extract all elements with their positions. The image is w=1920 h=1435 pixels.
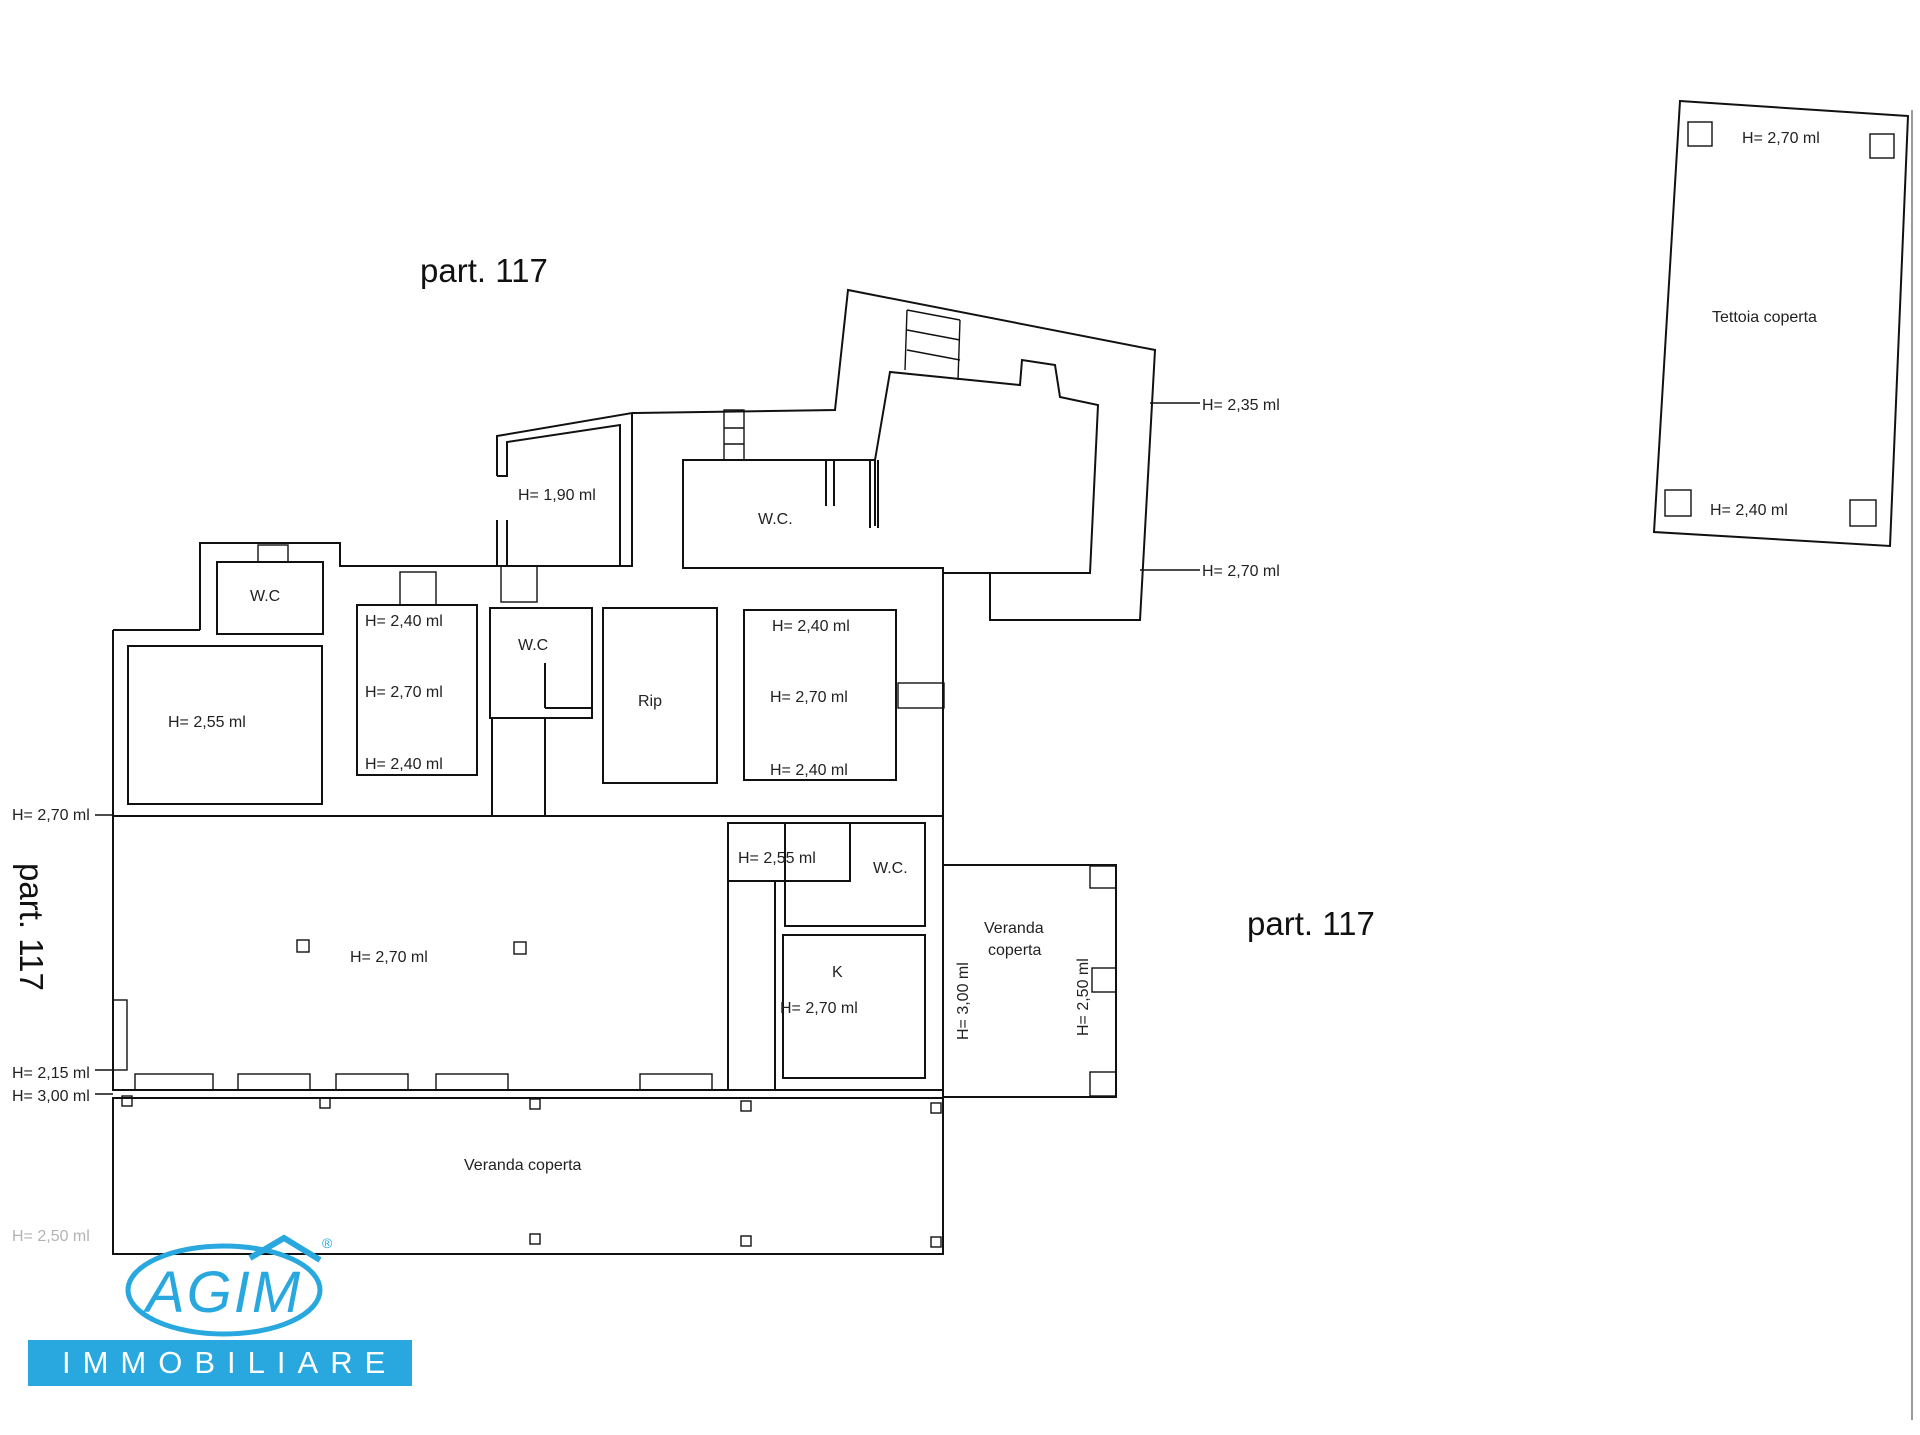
height-300-left: H= 3,00 ml <box>12 1088 90 1105</box>
logo-tagline: IMMOBILIARE <box>28 1340 412 1386</box>
room-wc-upper: W.C. <box>758 511 793 528</box>
agim-emblem: AGIM ® <box>125 1234 333 1337</box>
room-veranda-side-1: Veranda <box>984 920 1044 937</box>
room-wc-kitchen: W.C. <box>873 860 908 877</box>
height-270-b: H= 2,70 ml <box>770 689 848 706</box>
plot-label-left: part. 117 <box>13 863 50 991</box>
plot-label-right: part. 117 <box>1247 905 1375 942</box>
height-tettoia-bottom: H= 2,40 ml <box>1710 502 1788 519</box>
height-235: H= 2,35 ml <box>1202 397 1280 414</box>
height-270-main: H= 2,70 ml <box>350 949 428 966</box>
room-kitchen: K <box>832 964 843 981</box>
height-190: H= 1,90 ml <box>518 487 596 504</box>
plot-label-top: part. 117 <box>420 252 548 289</box>
logo-letters: AGIM <box>143 1260 302 1325</box>
height-270-right: H= 2,70 ml <box>1202 563 1280 580</box>
height-250-vertical: H= 2,50 ml <box>1075 958 1092 1036</box>
agim-logo: AGIM ® IMMOBILIARE <box>28 1228 412 1388</box>
height-270-a: H= 2,70 ml <box>365 684 443 701</box>
height-270-left: H= 2,70 ml <box>12 807 90 824</box>
height-215-left: H= 2,15 ml <box>12 1065 90 1082</box>
height-240-d: H= 2,40 ml <box>770 762 848 779</box>
tettoia-structure <box>1652 99 1913 1420</box>
height-240-a: H= 2,40 ml <box>365 613 443 630</box>
height-240-b: H= 2,40 ml <box>365 756 443 773</box>
room-veranda-side-2: coperta <box>988 942 1041 959</box>
room-tettoia: Tettoia coperta <box>1712 309 1817 326</box>
height-250-faded: H= 2,50 ml <box>12 1228 90 1245</box>
height-240-c: H= 2,40 ml <box>772 618 850 635</box>
room-wc-center: W.C <box>518 637 548 654</box>
house-walls <box>95 288 1200 1255</box>
veranda-columns <box>121 1095 942 1248</box>
room-rip: Rip <box>638 693 662 710</box>
height-255-left: H= 2,55 ml <box>168 714 246 731</box>
room-veranda-bottom: Veranda coperta <box>464 1157 582 1174</box>
room-wc-left: W.C <box>250 588 280 605</box>
logo-registered: ® <box>322 1235 333 1251</box>
height-255-mid: H= 2,55 ml <box>738 850 816 867</box>
height-270-kitchen: H= 2,70 ml <box>780 1000 858 1017</box>
window-row <box>112 999 713 1091</box>
height-300-vertical: H= 3,00 ml <box>955 962 972 1040</box>
height-tettoia-top: H= 2,70 ml <box>1742 130 1820 147</box>
